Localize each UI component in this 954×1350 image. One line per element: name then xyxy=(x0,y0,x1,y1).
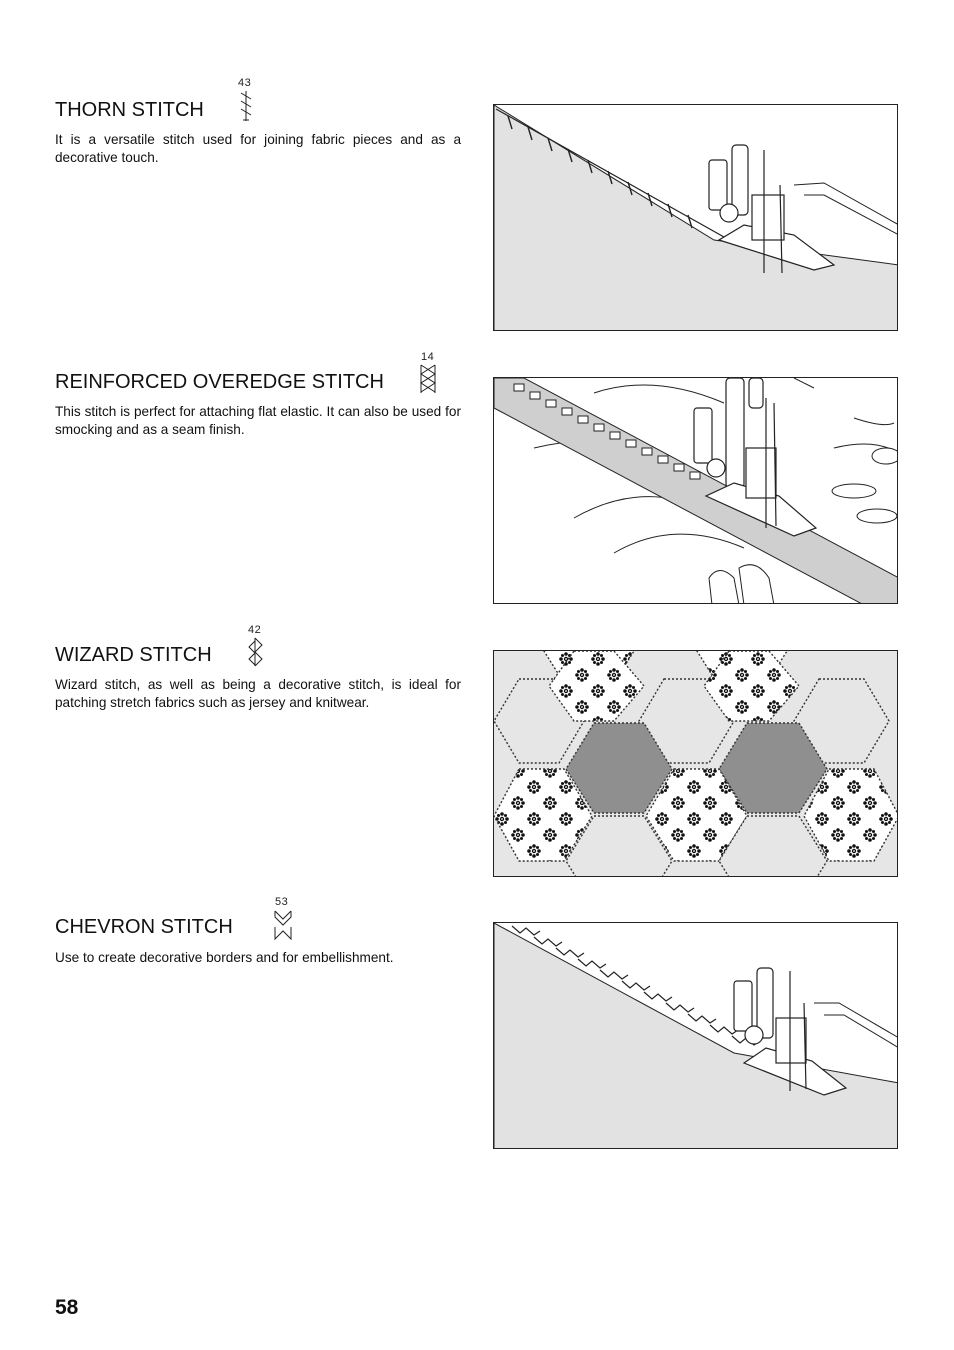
overedge-stitch-icon xyxy=(420,364,436,393)
stitch-number: 43 xyxy=(238,77,252,89)
overedge-stitch-illustration xyxy=(493,377,898,604)
section-title: THORN STITCH xyxy=(55,99,204,121)
chevron-stitch-illustration xyxy=(493,922,898,1149)
wizard-stitch-illustration xyxy=(493,650,898,877)
section-title: WIZARD STITCH xyxy=(55,644,212,666)
stitch-number: 42 xyxy=(248,624,262,636)
wizard-stitch-icon xyxy=(248,637,263,667)
section-description: This stitch is perfect for attaching fla… xyxy=(55,404,461,437)
section-title: CHEVRON STITCH xyxy=(55,916,233,938)
page-number: 58 xyxy=(55,1296,79,1319)
section-description: It is a versatile stitch used for joinin… xyxy=(55,132,461,165)
section-title: REINFORCED OVEREDGE STITCH xyxy=(55,371,384,393)
stitch-number: 14 xyxy=(421,351,435,363)
thorn-stitch-icon xyxy=(240,91,252,121)
section-description: Use to create decorative borders and for… xyxy=(55,950,394,965)
section-description: Wizard stitch, as well as being a decora… xyxy=(55,677,461,710)
chevron-stitch-icon xyxy=(274,910,292,941)
thorn-stitch-illustration xyxy=(493,104,898,331)
stitch-number: 53 xyxy=(275,896,289,908)
